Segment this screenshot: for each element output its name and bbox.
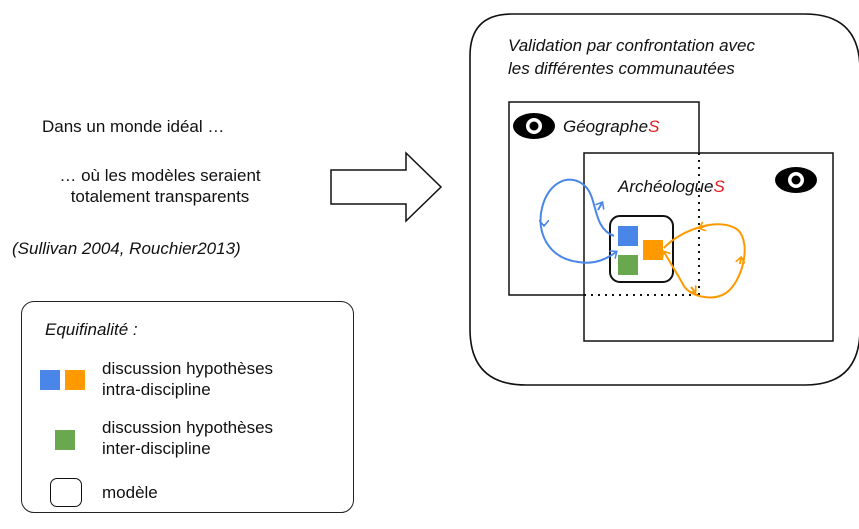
legend-blue-square: [40, 370, 60, 390]
legend-model-box: [50, 478, 82, 507]
blue-loop-arrow: [539, 178, 617, 264]
eye-icon: [513, 113, 555, 139]
right-arrow: [330, 151, 443, 223]
validation-title-line1: Validation par confrontation avec: [508, 36, 755, 55]
citation: (Sullivan 2004, Rouchier2013): [12, 239, 241, 258]
archeologue-label: ArchéologueS: [618, 177, 725, 196]
green-square: [618, 255, 638, 275]
legend-intra-line1: discussion hypothèses: [102, 359, 274, 378]
orange-square: [643, 240, 663, 260]
transparent-models-line2: totalement transparents: [70, 187, 250, 206]
eye-icon: [775, 167, 817, 193]
legend-inter-line2: inter-discipline: [102, 439, 211, 458]
transparent-models-line1: … où les modèles seraient: [59, 166, 261, 185]
orange-loop-arrow: [664, 223, 746, 299]
geographe-label: GéographeS: [563, 117, 660, 136]
legend-intra-line2: intra-discipline: [102, 380, 211, 399]
legend-inter-line1: discussion hypothèses: [102, 418, 274, 437]
legend-orange-square: [65, 370, 85, 390]
validation-title-line2: les différentes communautées: [508, 59, 735, 78]
blue-square: [618, 226, 638, 246]
legend: Equifinalité : discussion hypothèses int…: [21, 301, 354, 513]
legend-model-label: modèle: [102, 483, 158, 502]
legend-title: Equifinalité :: [45, 320, 138, 339]
legend-green-square: [55, 430, 75, 450]
ideal-world-text: Dans un monde idéal …: [42, 117, 225, 136]
